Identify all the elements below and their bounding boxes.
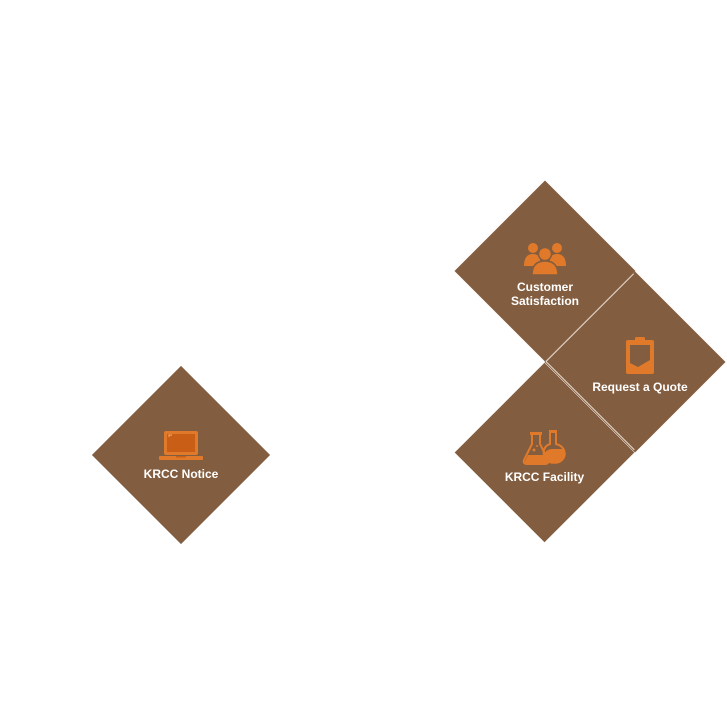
tile-request-a-quote-content: Request a Quote — [571, 298, 699, 426]
tile-krcc-facility-label: KRCC Facility — [504, 469, 585, 484]
tile-customer-satisfaction[interactable]: Customer Satisfaction — [454, 180, 636, 362]
tile-customer-satisfaction-content: Customer Satisfaction — [481, 207, 609, 335]
users-icon — [524, 243, 566, 276]
laptop-icon — [159, 431, 203, 460]
tile-krcc-facility[interactable]: KRCC Facility — [454, 362, 635, 543]
tile-krcc-notice[interactable]: KRCC Notice — [91, 365, 271, 545]
tile-request-a-quote-label: Request a Quote — [592, 380, 688, 394]
tile-krcc-notice-content: KRCC Notice — [118, 392, 244, 518]
clipboard-icon — [626, 337, 654, 374]
tile-krcc-facility-content: KRCC Facility — [481, 389, 608, 516]
tile-customer-satisfaction-label: Customer Satisfaction — [510, 280, 579, 308]
tile-krcc-notice-label: KRCC Notice — [143, 467, 219, 481]
flask-icon — [522, 429, 566, 465]
tile-request-a-quote[interactable]: Request a Quote — [544, 271, 726, 453]
